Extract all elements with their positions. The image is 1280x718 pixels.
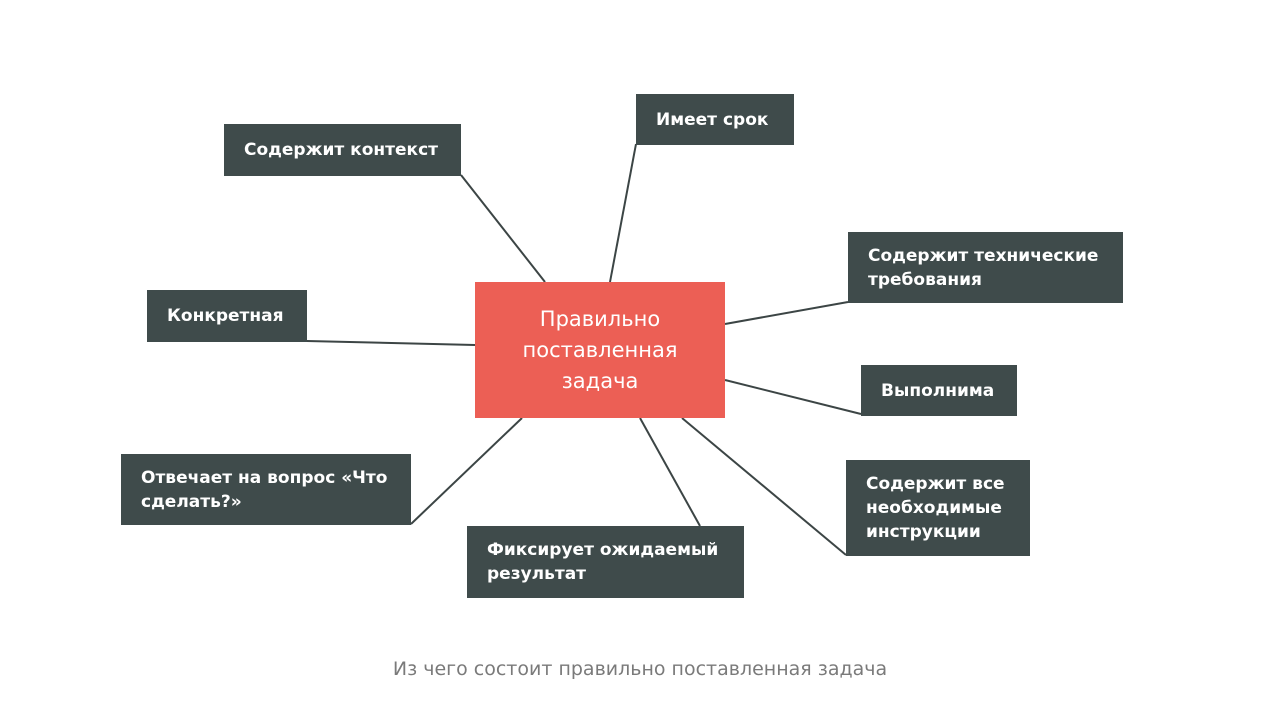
node-all-instructions: Содержит все необходимые инструкции	[846, 460, 1030, 556]
node-concrete: Конкретная	[147, 290, 307, 342]
node-tech-requirements: Содержит технические требования	[848, 232, 1123, 303]
node-has-deadline: Имеет срок	[636, 94, 794, 145]
node-feasible: Выполнима	[861, 365, 1017, 416]
connector-has-context	[460, 174, 546, 283]
connector-expected-result	[639, 417, 701, 527]
connector-answers-question	[410, 417, 523, 525]
connector-feasible	[724, 379, 862, 415]
connector-concrete	[306, 340, 476, 346]
connector-all-instructions	[681, 417, 847, 556]
node-has-context: Содержит контекст	[224, 124, 461, 176]
connector-has-deadline	[609, 143, 637, 283]
connector-tech-requirements	[724, 301, 849, 325]
node-answers-question: Отвечает на вопрос «Что сделать?»	[121, 454, 411, 525]
figure-caption: Из чего состоит правильно поставленная з…	[392, 658, 888, 680]
node-expected-result: Фиксирует ожидаемый результат	[467, 526, 744, 598]
central-topic: Правильно поставленная задача	[475, 282, 725, 418]
